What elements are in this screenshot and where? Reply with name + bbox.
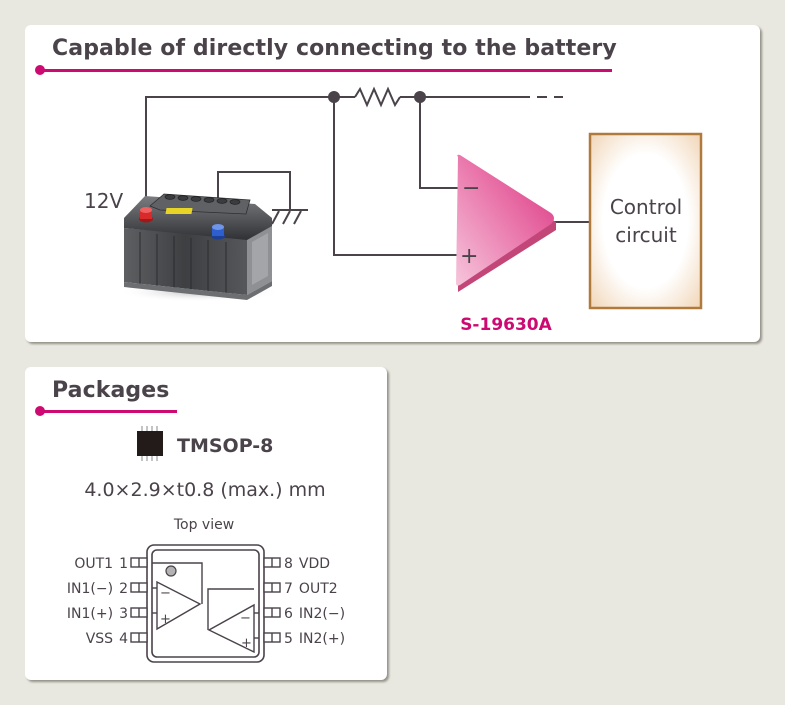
circuit-title-underline — [40, 69, 612, 72]
pin-label-4: VSS 4 — [86, 631, 128, 647]
packages-title-underline — [40, 410, 177, 413]
internal-opamp-2 — [207, 588, 259, 654]
pin-name: IN2(+) — [299, 631, 345, 647]
comparator-part-number: S-19630A — [460, 315, 552, 335]
pin-number: 2 — [119, 581, 128, 597]
package-die-outline — [151, 549, 260, 658]
pin-name: IN2(−) — [299, 606, 345, 622]
pin-name: IN1(−) — [67, 581, 113, 597]
pin-number: 6 — [284, 606, 293, 622]
pin-name: VDD — [299, 556, 330, 572]
comparator-noninverting-label: + — [460, 244, 478, 269]
pin-number: 3 — [119, 606, 128, 622]
pin-name: OUT1 — [74, 556, 113, 572]
control-circuit-block — [588, 132, 703, 310]
opamp1-minus-label: − — [160, 586, 171, 601]
wire-to-inverting-input — [419, 97, 458, 189]
pin-number: 4 — [119, 631, 128, 647]
pin-number: 8 — [284, 556, 293, 572]
left-pin-leads — [130, 557, 148, 643]
battery-voltage-label: 12V — [84, 189, 123, 213]
opamp2-minus-label: − — [240, 611, 251, 626]
pin-label-2: IN1(−) 2 — [67, 581, 128, 597]
opamp1-plus-label: + — [160, 612, 171, 627]
pin-label-3: IN1(+) 3 — [67, 606, 128, 622]
ic-chip-icon — [137, 426, 163, 461]
pin-name: VSS — [86, 631, 113, 647]
pin-name: IN1(+) — [67, 606, 113, 622]
pin-number: 7 — [284, 581, 293, 597]
pin-label-1: OUT1 1 — [74, 556, 128, 572]
wire-battery-positive — [145, 96, 334, 213]
pin-label-8: 8 VDD — [284, 556, 330, 572]
junction-node-2 — [414, 91, 426, 103]
pin-number: 5 — [284, 631, 293, 647]
junction-node-1 — [328, 91, 340, 103]
opamp2-plus-label: + — [241, 636, 252, 651]
pin-name: OUT2 — [299, 581, 338, 597]
packages-title-bullet — [35, 406, 45, 416]
top-view-label: Top view — [173, 517, 234, 533]
right-pin-leads — [263, 557, 281, 643]
package-name: TMSOP-8 — [177, 435, 273, 457]
internal-opamp-1 — [152, 562, 203, 631]
comparator-inverting-label: − — [462, 176, 480, 201]
comparator-opamp-icon — [456, 154, 556, 292]
package-dimensions: 4.0×2.9×t0.8 (max.) mm — [84, 479, 325, 501]
car-battery-icon — [118, 193, 282, 302]
package-outline — [146, 544, 265, 663]
packages-section-title: Packages — [52, 378, 170, 403]
control-circuit-label-line2: circuit — [615, 223, 677, 247]
control-circuit-label-line1: Control — [610, 195, 682, 219]
pin-label-5: 5 IN2(+) — [284, 631, 345, 647]
wire-to-noninverting-input — [333, 97, 458, 256]
ground-symbol-icon — [271, 209, 308, 225]
pin1-marker-dot — [165, 565, 177, 577]
pin-number: 1 — [119, 556, 128, 572]
circuit-title-bullet — [35, 65, 45, 75]
resistor-icon — [354, 86, 401, 108]
pin-label-6: 6 IN2(−) — [284, 606, 345, 622]
pin-label-7: 7 OUT2 — [284, 581, 338, 597]
circuit-section-title: Capable of directly connecting to the ba… — [52, 36, 617, 61]
